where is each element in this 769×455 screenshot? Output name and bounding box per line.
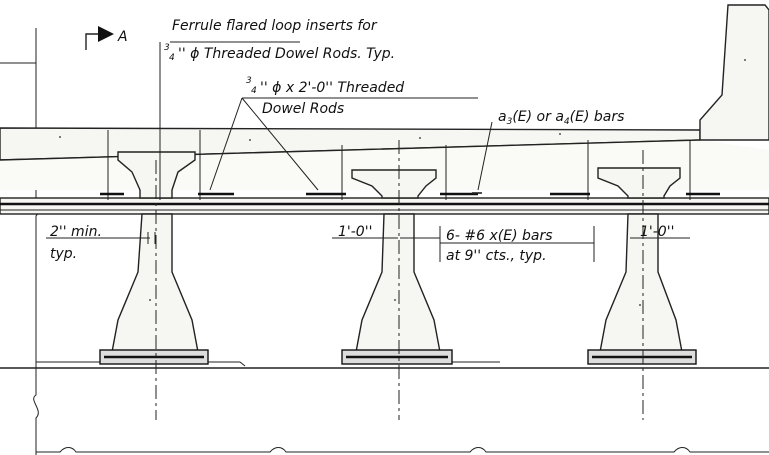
girder-flange-band	[0, 197, 769, 215]
barrier	[699, 4, 769, 141]
vertical-rods	[107, 80, 691, 200]
girder-1	[99, 151, 209, 365]
girder-2	[341, 169, 453, 365]
ferrule-label-line1: Ferrule flared loop inserts for	[172, 18, 378, 34]
bars6-label-line1: 6- #6 x(E) bars	[446, 228, 553, 244]
dowel-label-line1: '' ϕ x 2'-0'' Threaded	[260, 80, 404, 96]
girder-centerlines	[155, 140, 644, 420]
min-label-line2: typ.	[50, 246, 77, 262]
section-letter: A	[117, 29, 128, 45]
deck-slab-lower	[0, 140, 769, 190]
dowel-frac-num: 3	[246, 76, 252, 86]
ferrule-frac-num: 3	[164, 43, 170, 53]
left-break-line	[33, 28, 39, 455]
ferrule-label-line2: '' ϕ Threaded Dowel Rods. Typ.	[178, 46, 395, 62]
concrete-speckle	[59, 59, 746, 306]
bars-label: a3(E) or a4(E) bars	[498, 109, 624, 127]
dowel-frac-den: 4	[251, 86, 257, 96]
dim-right-label: 1'-0''	[640, 224, 674, 240]
section-marker: A	[85, 26, 128, 50]
girder-3	[587, 167, 697, 365]
ferrule-frac-den: 4	[169, 53, 175, 63]
dowel-label-line2: Dowel Rods	[262, 101, 344, 117]
dim-left-label: 1'-0''	[338, 224, 372, 240]
bars6-label-line2: at 9'' cts., typ.	[446, 248, 547, 264]
leader-lines	[46, 41, 690, 262]
bottom-break-line	[36, 447, 769, 453]
deck-slab-bottom	[0, 139, 701, 161]
min-label-line1: 2'' min.	[50, 224, 102, 240]
